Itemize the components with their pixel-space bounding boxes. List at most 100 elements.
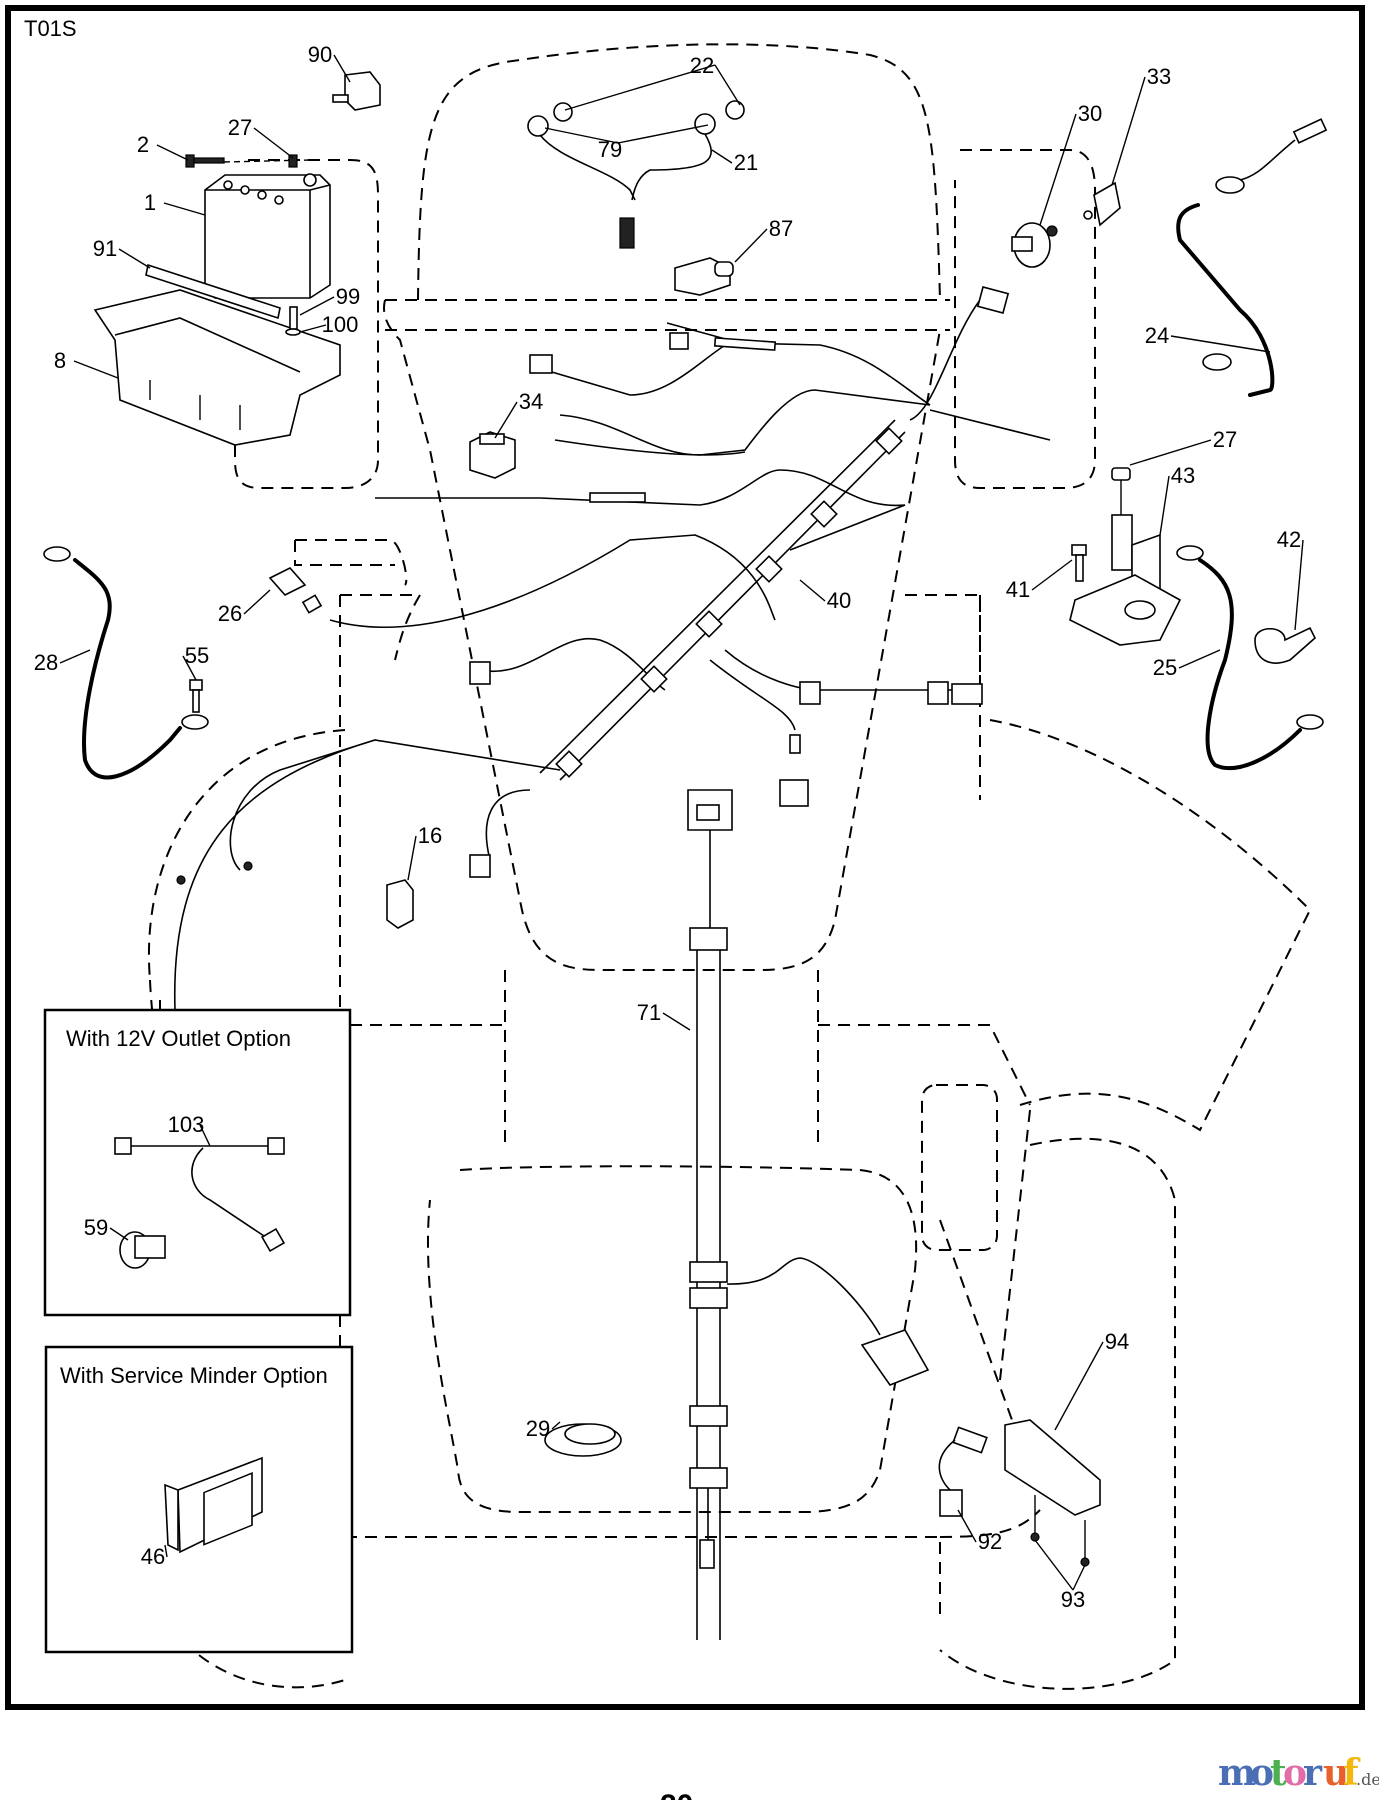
- inset-12v-outlet: With 12V Outlet Option: [43, 1008, 352, 1317]
- leader-line: [243, 589, 271, 615]
- callout-number: 29: [526, 1416, 550, 1441]
- part-terminal-cover-90: [332, 71, 381, 111]
- callout-tray-washer: 100: [299, 312, 359, 337]
- callout-number: 43: [1171, 463, 1195, 488]
- callout-solenoid-bolt: 41: [1006, 559, 1073, 602]
- leader-line: [163, 202, 206, 216]
- callout-number: 90: [308, 42, 332, 67]
- leader-line: [299, 324, 327, 333]
- watermark-letter: t: [1270, 1752, 1287, 1794]
- callout-number: 87: [769, 216, 793, 241]
- part-ignition-key: [1083, 181, 1121, 227]
- callout-number: 21: [734, 150, 758, 175]
- callout-number: 41: [1006, 577, 1030, 602]
- part-rocker-switch: [469, 431, 516, 479]
- leader-line: [253, 127, 294, 159]
- part-ground-cable: [43, 546, 561, 1011]
- callout-number: 24: [1145, 323, 1169, 348]
- leader-line: [711, 149, 733, 164]
- leader-line: [1178, 649, 1221, 669]
- leader-line: [1129, 439, 1212, 466]
- callout-main-harness: 40: [799, 579, 851, 613]
- callout-headlight-harness: 21: [711, 149, 758, 175]
- part-main-harness: [329, 285, 1051, 878]
- part-battery: [204, 173, 331, 299]
- callout-battery-terminal-cover: 90: [308, 42, 351, 83]
- leader-line: [73, 360, 119, 379]
- callout-cable-24: 24: [1145, 323, 1271, 353]
- leader-line: [1039, 113, 1077, 226]
- part-cable-24: [1176, 118, 1328, 397]
- part-fuse: [268, 567, 323, 614]
- leader-line: [1031, 559, 1073, 591]
- callout-switch-16: 16: [407, 823, 442, 881]
- callout-number: 71: [637, 1000, 661, 1025]
- callout-switch-94: 94: [1054, 1329, 1129, 1431]
- callout-number: 34: [519, 389, 543, 414]
- callout-number: 99: [336, 284, 360, 309]
- callout-number: 26: [218, 601, 242, 626]
- callout-number: 27: [228, 115, 252, 140]
- leader-line: [156, 144, 189, 161]
- callout-fuse: 26: [218, 589, 271, 626]
- watermark-letter: o: [1250, 1752, 1274, 1794]
- callout-battery-strap: 91: [93, 236, 151, 269]
- callout-number: 42: [1277, 527, 1301, 552]
- leader-line: [1294, 539, 1304, 631]
- leader-line: [182, 655, 197, 681]
- callout-ground-screw: 55: [182, 643, 209, 681]
- harness-clips: [555, 427, 903, 778]
- leader-line: [1054, 1341, 1104, 1431]
- part-ignition-switch: [1011, 222, 1058, 268]
- callout-number: 8: [54, 348, 66, 373]
- callout-number: 1: [144, 190, 156, 215]
- part-battery-strap: [145, 263, 281, 320]
- leader-line: [59, 649, 91, 664]
- leader-line: [299, 296, 335, 316]
- part-switch-87: [674, 257, 734, 296]
- callout-number: 28: [34, 650, 58, 675]
- part-rear-harness: [687, 789, 930, 1640]
- sheet-id: T01S: [24, 16, 77, 41]
- callout-number: 100: [322, 312, 359, 337]
- callout-number: 93: [1061, 1587, 1085, 1612]
- callout-number: 25: [1153, 655, 1177, 680]
- part-solenoid: [1069, 467, 1182, 646]
- callout-number: 30: [1078, 101, 1102, 126]
- callout-number: 103: [168, 1112, 205, 1137]
- callout-battery-tray: 8: [54, 348, 119, 379]
- callouts: 1227909199100822792187343033242743414225…: [34, 42, 1304, 1612]
- callout-number: 22: [690, 53, 714, 78]
- page-number: 20: [660, 1789, 693, 1800]
- part-grommet: [544, 1423, 622, 1457]
- leader-line: [109, 1227, 129, 1241]
- callout-solenoid-nut: 27: [1129, 427, 1237, 466]
- inset-title: With 12V Outlet Option: [66, 1026, 291, 1051]
- callout-service-minder: 46: [141, 1544, 168, 1569]
- watermark-suffix: .de: [1356, 1770, 1379, 1789]
- callout-bulb-sockets: 79: [544, 124, 709, 162]
- part-switch-16: [386, 879, 414, 929]
- leader-line: [1159, 475, 1170, 536]
- callout-grommet: 29: [526, 1416, 561, 1441]
- callout-number: 33: [1147, 64, 1171, 89]
- leader-line: [118, 248, 151, 269]
- callout-ground-cable: 28: [34, 649, 91, 675]
- leader-line: [1034, 1539, 1074, 1591]
- callout-ignition-switch: 30: [1039, 101, 1102, 226]
- watermark-letter: f: [1343, 1752, 1361, 1794]
- leader-line: [617, 124, 709, 144]
- callout-cable-25: 25: [1153, 649, 1221, 680]
- leader-line: [799, 579, 826, 602]
- leader-line: [333, 54, 351, 83]
- part-headlight-harness: [527, 100, 745, 249]
- callout-rocker-switch: 34: [494, 389, 543, 439]
- part-switch-94: [1004, 1419, 1101, 1516]
- watermark-letter: m: [1218, 1752, 1256, 1794]
- leader-line: [164, 1544, 168, 1558]
- inset-service-minder: With Service Minder Option: [44, 1345, 354, 1654]
- leader-line: [551, 1421, 561, 1430]
- watermark-letter: u: [1323, 1752, 1349, 1794]
- callout-battery-bolt: 2: [137, 132, 189, 161]
